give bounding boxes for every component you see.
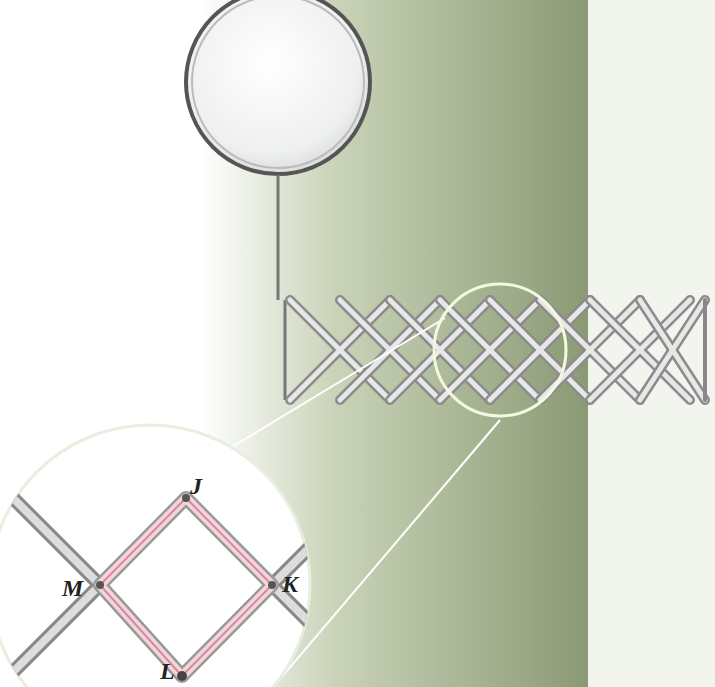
scissor-bar (703, 300, 707, 400)
point-label: M (62, 576, 83, 600)
scissor-bar (440, 300, 540, 400)
scissor-bar (440, 300, 540, 400)
scissor-bar (340, 300, 440, 400)
scissor-bar (640, 300, 705, 400)
scissor-bar (390, 300, 490, 400)
scissor-bar (290, 300, 390, 400)
wall-edge (588, 0, 715, 687)
scissor-bar (640, 300, 705, 400)
scissor-bar (340, 300, 440, 400)
mirror-rod (277, 175, 280, 300)
scissor-bar (440, 300, 540, 400)
mirror (186, 0, 370, 174)
mirror-rim (192, 0, 364, 168)
scissor-bar (490, 300, 590, 400)
zoom-line (232, 318, 445, 447)
scissor-bar (340, 300, 440, 400)
mirror-bracket (284, 300, 287, 400)
scissor-bar (390, 300, 490, 400)
scissor-bar (640, 300, 705, 400)
scissor-bar (390, 300, 490, 400)
point-label: J (190, 474, 202, 498)
zoom-circle (434, 284, 566, 416)
scissor-bar (290, 300, 390, 400)
point-label: K (282, 572, 298, 596)
scissor-bar (440, 300, 540, 400)
scissor-bar (290, 300, 390, 400)
scissor-bar (490, 300, 590, 400)
scissor-bar (390, 300, 490, 400)
inset-detail (10, 494, 340, 681)
scissor-bar (290, 300, 390, 400)
scissor-bar (490, 300, 590, 400)
scissor-bar (340, 300, 440, 400)
scissor-arm (290, 300, 705, 400)
scissor-bar (490, 300, 590, 400)
point-label: L (160, 659, 175, 683)
scissor-bar (640, 300, 705, 400)
inset-circle (0, 425, 310, 687)
